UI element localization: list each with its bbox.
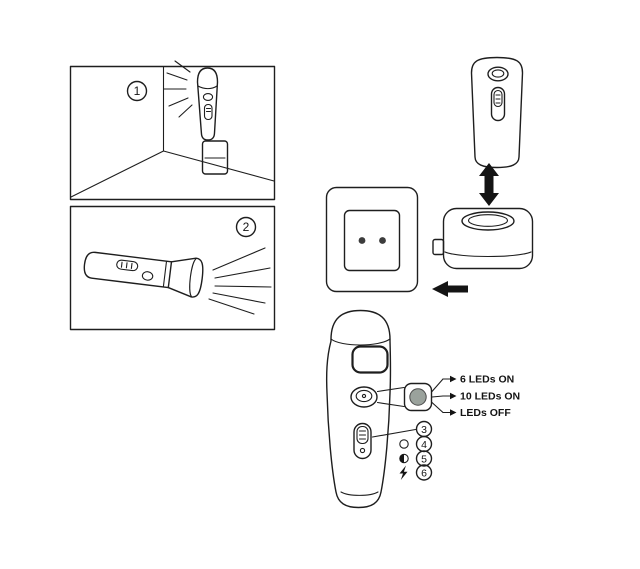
arrow-right-icon <box>450 392 457 400</box>
small-slide-switch <box>490 86 506 122</box>
legend-label-leds-off: LEDs OFF <box>460 407 511 419</box>
fan-lines <box>431 378 444 414</box>
step-5-badge: 5 <box>399 450 433 467</box>
small-mode-button <box>202 93 214 101</box>
step-1-number: 1 <box>134 84 141 98</box>
charging-flashlight <box>470 56 524 169</box>
dock-opening <box>461 211 515 231</box>
step-callouts: 3 4 5 6 <box>371 420 433 481</box>
step-2-number: 2 <box>243 220 250 234</box>
motion-sensor-window <box>351 345 389 374</box>
lightning-bolt-icon <box>399 465 408 480</box>
step-4-number: 4 <box>421 439 427 451</box>
legend-row-3: LEDs OFF <box>442 407 511 419</box>
mode-button-icon-circle <box>409 388 427 406</box>
legend: 6 LEDs ON 10 LEDs ON LEDs OFF <box>442 374 520 419</box>
step-3-badge: 3 <box>415 420 433 438</box>
arrow-right-icon <box>450 409 457 416</box>
arrow-right-icon <box>450 375 457 383</box>
small-slide-switch <box>203 103 213 121</box>
torch-beam-rays-icon <box>208 247 272 315</box>
insert-remove-arrow-icon <box>479 163 499 206</box>
small-slide-switch <box>116 259 139 272</box>
socket-hole-left <box>358 237 366 244</box>
circle-outline-icon <box>399 439 409 449</box>
step-1-badge: 1 <box>126 80 148 102</box>
half-filled-circle-icon <box>399 453 409 464</box>
small-mode-button <box>141 271 154 281</box>
slide-switch <box>353 422 372 460</box>
night-light-rays-icon <box>163 60 193 118</box>
switch-callout-line <box>371 428 417 438</box>
wall-mounted-flashlight <box>196 67 219 141</box>
mode-button-callout: 6 LEDs ON 10 LEDs ON LEDs OFF <box>376 374 520 419</box>
legend-row-1: 6 LEDs ON <box>442 374 514 386</box>
legend-label-6-leds-on: 6 LEDs ON <box>460 374 514 386</box>
wall-socket-plate <box>325 186 419 293</box>
plate-outer <box>325 186 419 293</box>
wall-bracket <box>201 140 229 175</box>
step-6-badge: 6 <box>399 464 433 481</box>
room-corner-lines <box>70 66 275 198</box>
step-5-number: 5 <box>421 453 427 465</box>
panel-2: 2 <box>69 205 276 331</box>
charging-dock <box>432 207 534 270</box>
socket-recess <box>343 209 401 272</box>
legend-label-10-leds-on: 10 LEDs ON <box>460 391 520 403</box>
dock-plug <box>432 238 445 256</box>
legend-row-2: 10 LEDs ON <box>442 391 520 403</box>
lens-arc <box>189 258 197 297</box>
panel-2-frame <box>69 205 276 331</box>
small-mode-button <box>487 66 509 82</box>
handheld-flashlight <box>83 251 204 298</box>
flashlight-front <box>325 309 392 509</box>
panel-1-frame <box>69 65 276 201</box>
step-3-number: 3 <box>421 424 427 436</box>
callout-lines <box>376 386 405 408</box>
panel-1: 1 <box>69 60 276 201</box>
socket-hole-right <box>379 237 386 244</box>
mode-button <box>350 386 378 408</box>
step-4-badge: 4 <box>399 435 433 453</box>
plug-in-arrow-icon <box>432 281 468 297</box>
step-6-number: 6 <box>421 467 427 479</box>
step-2-badge: 2 <box>235 216 257 238</box>
